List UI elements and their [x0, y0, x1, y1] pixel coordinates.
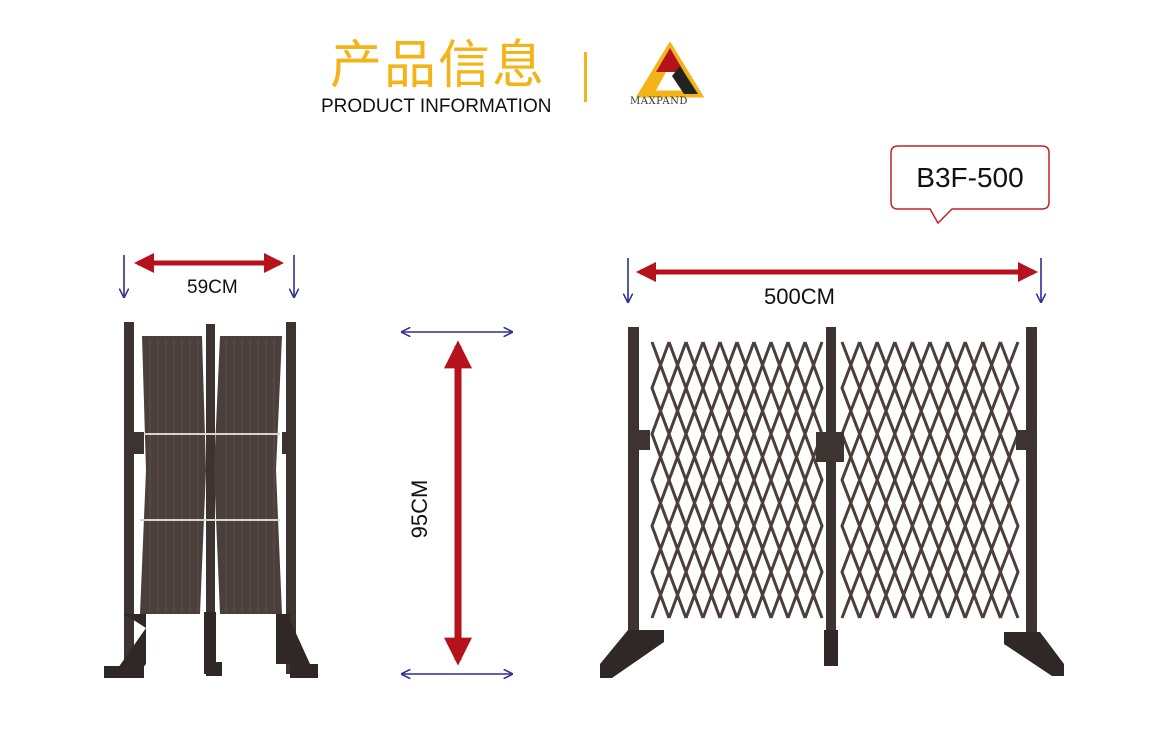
maxpand-logo-icon	[635, 42, 705, 98]
model-number: B3F-500	[916, 162, 1024, 193]
brand-name: MAXPAND	[630, 96, 688, 107]
page-title-english: PRODUCT INFORMATION	[321, 96, 552, 117]
model-callout-bubble	[890, 145, 1050, 225]
page-title-chinese: 产品信息	[330, 36, 547, 96]
height-arrows	[402, 332, 512, 674]
folded-width-arrows	[124, 253, 294, 297]
extended-width-arrows	[628, 258, 1041, 302]
folded-gate-image	[104, 322, 318, 678]
folded-width-label: 59CM	[187, 277, 238, 298]
extended-gate-image	[600, 327, 1064, 678]
extended-width-label: 500CM	[764, 284, 835, 309]
header-divider	[584, 52, 587, 102]
